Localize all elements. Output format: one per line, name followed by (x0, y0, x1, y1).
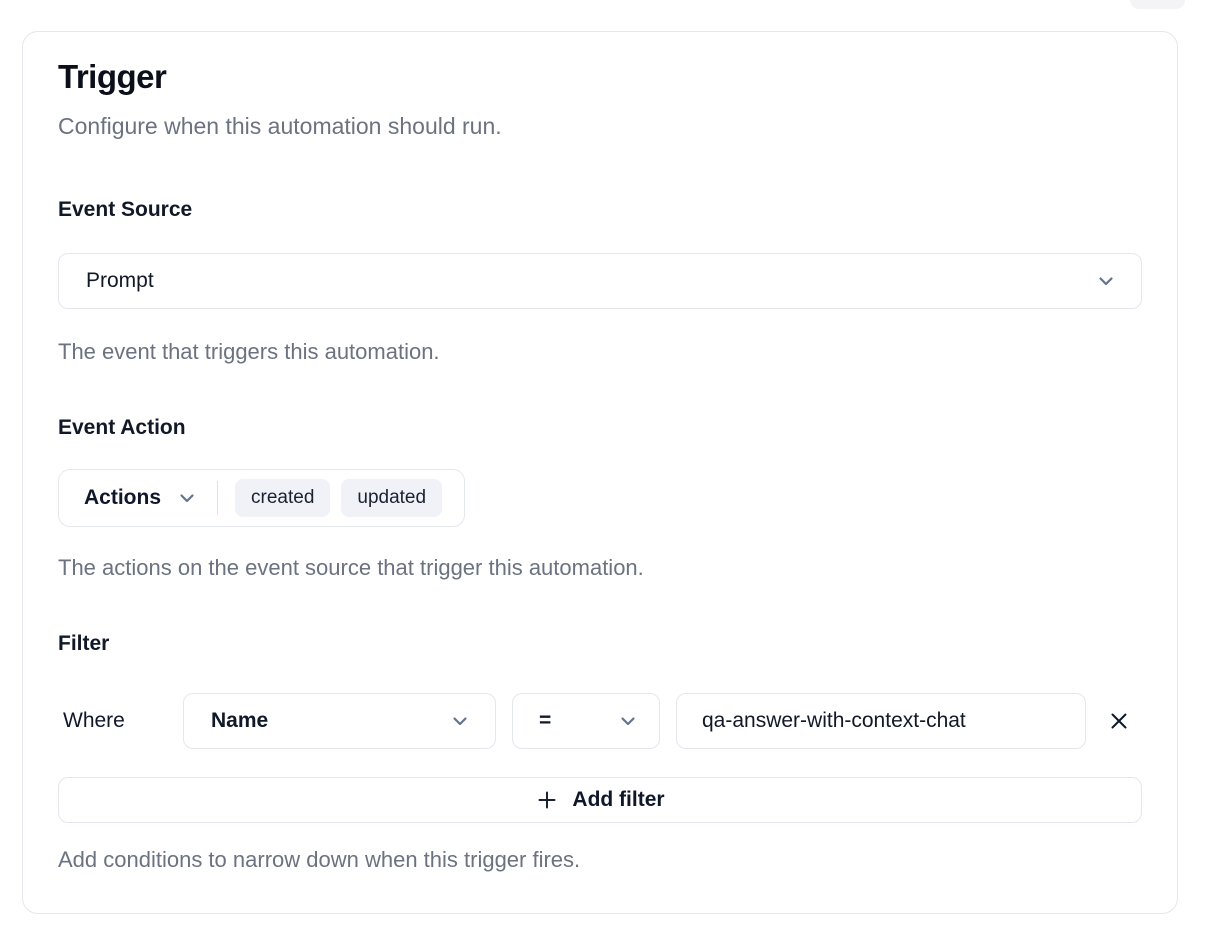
filter-where-label: Where (63, 709, 125, 732)
page-subtitle: Configure when this automation should ru… (58, 113, 502, 139)
trigger-card: Trigger Configure when this automation s… (22, 31, 1178, 914)
divider (217, 481, 219, 515)
event-source-selected-value: Prompt (86, 269, 154, 292)
close-icon (1111, 713, 1127, 729)
event-action-label: Event Action (58, 416, 186, 439)
filter-operator-selected-value: = (539, 709, 552, 732)
event-source-helper: The event that triggers this automation. (58, 339, 440, 364)
chevron-down-icon (1099, 277, 1113, 286)
filter-row: Where Name = (58, 693, 1142, 749)
add-filter-label: Add filter (572, 788, 665, 811)
plus-icon (538, 791, 556, 809)
action-tag-created[interactable]: created (235, 479, 331, 517)
filter-operator-select[interactable]: = (512, 693, 660, 749)
filter-field-selected-value: Name (211, 709, 269, 732)
event-action-helper: The actions on the event source that tri… (58, 555, 644, 580)
page-title: Trigger (58, 58, 167, 95)
event-source-label: Event Source (58, 198, 193, 221)
filter-field-select[interactable]: Name (183, 693, 496, 749)
event-action-dropdown[interactable]: Actions (84, 486, 198, 510)
filter-label: Filter (58, 632, 110, 655)
filter-helper: Add conditions to narrow down when this … (58, 847, 581, 872)
action-tag-updated[interactable]: updated (341, 479, 443, 517)
remove-filter-button[interactable] (1102, 704, 1136, 738)
cutoff-element-top-right (1130, 0, 1185, 9)
chevron-down-icon (621, 717, 635, 726)
add-filter-button[interactable]: Add filter (58, 777, 1142, 823)
chevron-down-icon (180, 494, 194, 503)
chevron-down-icon (453, 717, 467, 726)
event-action-dropdown-label: Actions (84, 486, 162, 509)
filter-value-input[interactable] (676, 693, 1086, 749)
event-action-control: Actions created updated (58, 469, 466, 527)
event-source-select[interactable]: Prompt (58, 253, 1142, 309)
